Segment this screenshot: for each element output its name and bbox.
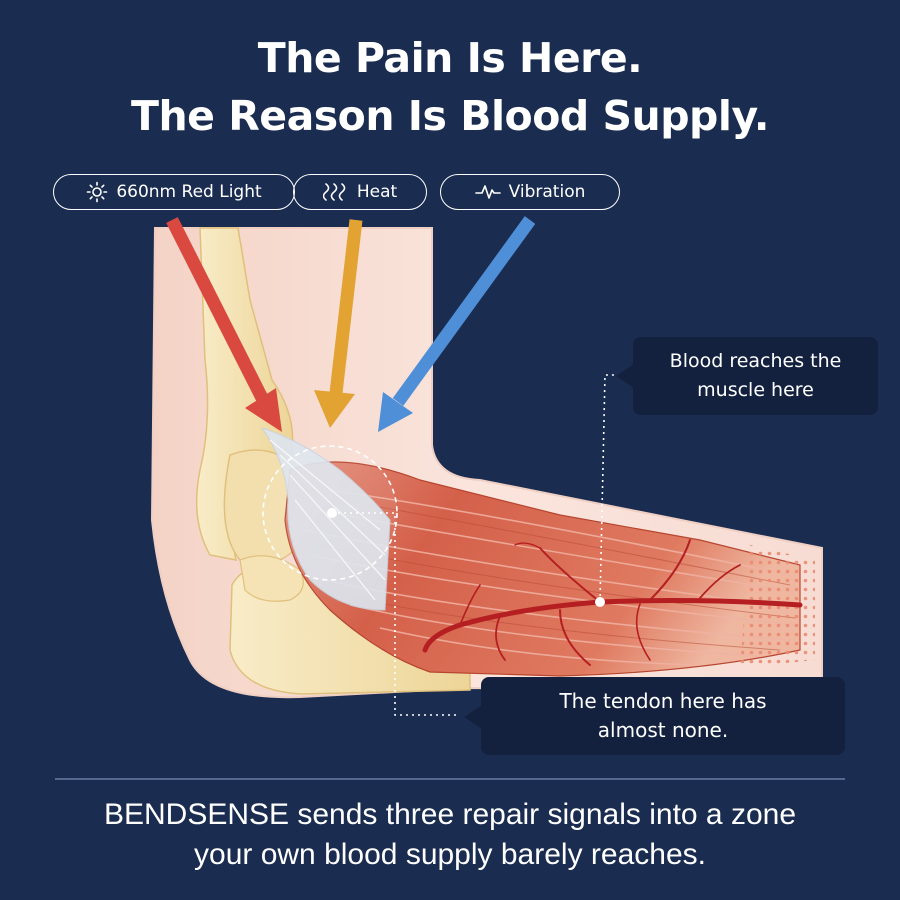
callout-tail: [464, 705, 482, 729]
tendon: [260, 427, 391, 611]
footer-line-2: your own blood supply barely reaches.: [194, 838, 706, 871]
callout-line: almost none.: [597, 718, 729, 742]
tendon-marker-dot: [327, 508, 337, 518]
muscle-callout: Blood reaches the muscle here: [633, 337, 878, 415]
red-light-arrow: [166, 217, 282, 432]
signal-label: Heat: [356, 182, 398, 202]
callout-tail: [616, 364, 634, 388]
headline-line-1: The Pain Is Here.: [257, 34, 643, 82]
callout-line: Blood reaches the: [669, 350, 842, 372]
headline-line-2: The Reason Is Blood Supply.: [130, 92, 770, 140]
pulse-icon: [474, 183, 501, 201]
signal-label: Vibration: [508, 182, 586, 202]
callout-line: muscle here: [697, 379, 814, 401]
sun-icon: [86, 181, 108, 203]
tendon-callout: The tendon here has almost none.: [481, 677, 845, 755]
signal-pill-red-light: 660nm Red Light: [53, 174, 295, 210]
footer-line-1: BENDSENSE sends three repair signals int…: [103, 798, 797, 831]
signal-label: 660nm Red Light: [116, 182, 262, 202]
divider: [55, 778, 845, 780]
callout-leaders: [332, 374, 616, 716]
heat-waves-icon: [322, 182, 349, 202]
callout-line: The tendon here has: [559, 689, 767, 713]
signal-pill-vibration: Vibration: [440, 174, 620, 210]
heat-arrow: [314, 219, 363, 428]
muscle-marker-dot: [595, 597, 605, 607]
blood-vessels: [422, 539, 803, 666]
signal-pill-heat: Heat: [293, 174, 427, 210]
vibration-arrow: [378, 216, 536, 432]
